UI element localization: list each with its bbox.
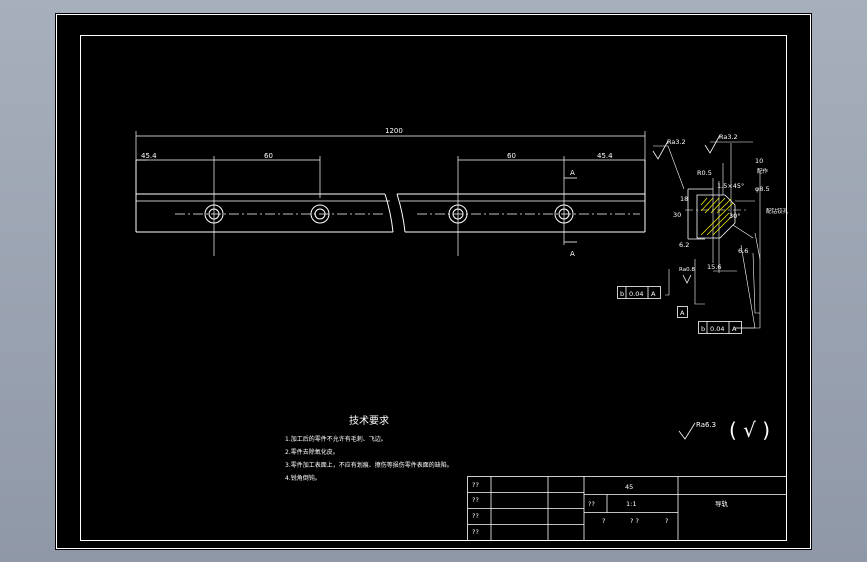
drawing-canvas: 1200 45.4 60 60 45.4 A A Ra3.2 Ra3.2 1.5… [56, 14, 811, 549]
tb-row-label-3: ?? [472, 512, 479, 520]
title-block [467, 476, 787, 541]
dim-height-text: 30 [673, 211, 681, 219]
tb-footer-mark-2: ? ? [630, 517, 639, 525]
side-text-2: 配作 [757, 167, 769, 175]
angle-text: 30° [729, 212, 741, 220]
roughness-symbol-2 [704, 134, 721, 154]
tech-item-1: 1.加工后的零件不允许有毛刺、飞边。 [285, 435, 387, 443]
section-label-bottom: A [570, 250, 575, 258]
roughness-symbol-3 [682, 274, 692, 284]
datum-box [677, 306, 688, 318]
dim-left-pitch-text: 60 [264, 152, 273, 160]
tb-row-label-4: ?? [472, 528, 479, 536]
side-text: 配钻铰孔 [766, 207, 789, 215]
bracket-check-mark: ( √ ) [729, 418, 770, 442]
dim-overall [135, 131, 646, 160]
section-hatch [700, 197, 734, 236]
dim-right-pitch-text: 60 [507, 152, 516, 160]
tol1-ref: A [651, 290, 656, 298]
tb-footer-mark-1: ? [602, 517, 605, 525]
dim-overall-text: 1200 [385, 127, 403, 135]
hole-2 [310, 204, 330, 224]
tech-item-3: 3.零件加工表面上，不应有划痕、擦伤等损伤零件表面的缺陷。 [285, 461, 453, 469]
rail-left [135, 159, 394, 233]
tech-item-2: 2.零件去除氧化皮。 [285, 448, 339, 456]
section-arrows [564, 177, 577, 243]
tb-row-label-2: ?? [472, 496, 479, 504]
tb-material: 45 [625, 483, 633, 491]
roughness-mid-text: Ra0.8 [679, 267, 695, 273]
dim-66-text: 6.6 [738, 247, 748, 255]
tb-scale: 1:1 [626, 500, 636, 508]
tol2-val: 0.04 [710, 325, 724, 333]
section-label-top: A [570, 169, 575, 177]
dim-side-note-text: 10 [755, 157, 763, 165]
tol2-sym: b [701, 325, 705, 333]
datum-label: A [680, 309, 685, 317]
tb-scale-label: ?? [588, 500, 595, 508]
outer-frame [56, 14, 811, 549]
tolerance-frame-1 [617, 286, 661, 299]
dim-right-edge-text: 45.4 [597, 152, 613, 160]
roughness-text-2: Ra3.2 [719, 133, 738, 141]
tolerance-frame-2 [698, 321, 742, 334]
dim-62-text: 6.2 [679, 241, 689, 249]
tb-part-name: 导轨 [715, 499, 729, 508]
hole-centrelines [213, 156, 565, 256]
tol1-val: 0.04 [629, 290, 643, 298]
inner-frame [80, 35, 787, 541]
rail-right [396, 160, 646, 233]
tb-footer-mark-3: ? [665, 517, 668, 525]
tb-row-label-1: ?? [472, 481, 479, 489]
general-roughness-text: Ra6.3 [696, 421, 716, 429]
tech-item-4: 4.锐角倒钝。 [285, 474, 321, 482]
section-view [685, 143, 755, 273]
drawing-sheet[interactable]: 1200 45.4 60 60 45.4 A A Ra3.2 Ra3.2 1.5… [55, 13, 812, 550]
roughness-text-1: Ra3.2 [667, 138, 686, 146]
dim-phi-text: φ8.5 [755, 185, 770, 193]
tech-title: 技术要求 [349, 414, 389, 427]
roughness-symbol-general [678, 422, 696, 440]
r-small-text: R0.5 [697, 169, 712, 177]
roughness-symbol-1 [652, 140, 669, 160]
dim-left-edge-text: 45.4 [141, 152, 157, 160]
chamfer-text: 1.5×45° [717, 182, 744, 190]
tol1-sym: b [620, 290, 624, 298]
dim-small-v-text: 18 [680, 195, 688, 203]
tol2-ref: A [732, 325, 737, 333]
dim-156-text: 15.6 [707, 263, 721, 271]
